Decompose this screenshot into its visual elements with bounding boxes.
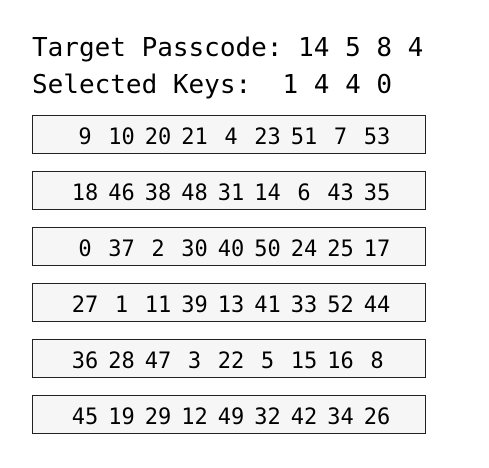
selected-keys-value: 1 4 4 0 — [282, 70, 393, 100]
key-button[interactable]: 17 — [363, 237, 391, 262]
key-row: 18 46 38 48 31 14 6 43 35 — [32, 171, 426, 210]
key-button[interactable]: 21 — [181, 125, 208, 150]
key-button[interactable]: 33 — [290, 293, 318, 318]
key-button[interactable]: 44 — [363, 293, 391, 318]
key-button[interactable]: 4 — [224, 125, 238, 150]
key-button[interactable]: 52 — [327, 293, 354, 318]
key-button[interactable]: 9 — [78, 125, 92, 150]
key-button[interactable]: 24 — [290, 237, 318, 262]
key-button[interactable]: 12 — [181, 405, 208, 430]
key-button[interactable]: 42 — [290, 405, 318, 430]
key-button[interactable]: 46 — [108, 181, 135, 206]
key-row: 9 10 20 21 4 23 51 7 53 — [32, 115, 426, 154]
key-button[interactable]: 16 — [327, 349, 354, 374]
key-button[interactable]: 45 — [71, 405, 99, 430]
key-button[interactable]: 6 — [297, 181, 311, 206]
key-button[interactable]: 1 — [114, 293, 129, 318]
key-row: 45 19 29 12 49 32 42 34 26 — [32, 395, 426, 434]
key-button[interactable]: 48 — [181, 181, 208, 206]
target-passcode-label: Target Passcode: — [32, 33, 283, 63]
key-button[interactable]: 35 — [363, 181, 391, 206]
key-button[interactable]: 20 — [144, 125, 172, 150]
key-button[interactable]: 51 — [290, 125, 318, 150]
key-button[interactable]: 26 — [363, 405, 391, 430]
key-button[interactable]: 36 — [71, 349, 99, 374]
key-button[interactable]: 10 — [108, 125, 135, 150]
key-button[interactable]: 22 — [217, 349, 245, 374]
key-button[interactable]: 32 — [254, 405, 281, 430]
key-button[interactable]: 31 — [217, 181, 245, 206]
target-passcode-line: Target Passcode: 14 5 8 4 — [32, 32, 423, 64]
key-button[interactable]: 50 — [254, 237, 281, 262]
key-button[interactable]: 49 — [217, 405, 245, 430]
key-button[interactable]: 15 — [290, 349, 318, 374]
key-button[interactable]: 14 — [254, 181, 281, 206]
key-button[interactable]: 2 — [151, 237, 165, 262]
key-button[interactable]: 53 — [363, 125, 391, 150]
key-button[interactable]: 5 — [260, 349, 275, 374]
key-button[interactable]: 13 — [217, 293, 245, 318]
key-button[interactable]: 34 — [327, 405, 354, 430]
key-button[interactable]: 19 — [108, 405, 135, 430]
key-button[interactable]: 18 — [71, 181, 99, 206]
key-button[interactable]: 0 — [78, 237, 92, 262]
key-button[interactable]: 37 — [108, 237, 135, 262]
selected-keys-label: Selected Keys: — [32, 70, 252, 100]
key-button[interactable]: 11 — [144, 293, 172, 318]
key-button[interactable]: 43 — [327, 181, 354, 206]
key-button[interactable]: 28 — [108, 349, 135, 374]
key-button[interactable]: 39 — [181, 293, 208, 318]
key-button[interactable]: 40 — [217, 237, 245, 262]
key-row: 36 28 47 3 22 5 15 16 8 — [32, 339, 426, 378]
key-button[interactable]: 8 — [370, 349, 384, 374]
key-button[interactable]: 30 — [181, 237, 208, 262]
key-button[interactable]: 27 — [71, 293, 99, 318]
selected-keys-line: Selected Keys: 1 4 4 0 — [32, 69, 392, 101]
key-button[interactable]: 3 — [187, 349, 202, 374]
target-passcode-value: 14 5 8 4 — [298, 33, 424, 63]
key-button[interactable]: 23 — [254, 125, 281, 150]
key-button[interactable]: 7 — [333, 125, 348, 150]
key-row: 0 37 2 30 40 50 24 25 17 — [32, 227, 426, 266]
key-button[interactable]: 29 — [144, 405, 172, 430]
key-button[interactable]: 25 — [327, 237, 354, 262]
key-button[interactable]: 38 — [144, 181, 172, 206]
key-button[interactable]: 41 — [254, 293, 281, 318]
key-button[interactable]: 47 — [144, 349, 172, 374]
